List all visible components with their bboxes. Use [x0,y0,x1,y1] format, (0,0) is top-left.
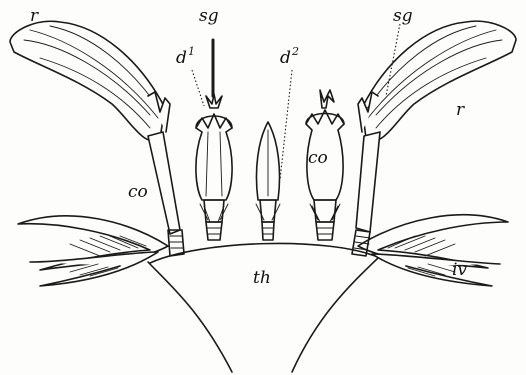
label-disc-floret-d2: d [280,50,291,67]
thalamus-receptacle [148,243,380,372]
label-disc-floret-d1: d [176,50,187,67]
label-corolla-left: co [128,184,148,201]
label-ray-left: r [30,8,38,25]
label-involucre: iv [452,262,467,279]
label-stigma-right: sg [393,8,413,25]
d2-leader [280,70,292,180]
disc-floret-d1 [196,40,232,240]
label-stigma-left: sg [199,8,219,25]
disc-floret-d2 [256,122,280,240]
label-ray-right: r [456,102,464,119]
involucral-bract-left [18,216,168,286]
involucral-bract-right [358,215,508,286]
label-disc-floret-d1-superscript: 1 [188,46,195,57]
label-disc-floret-d2-superscript: 2 [292,46,299,57]
label-corolla-middle: co [308,150,328,167]
label-thalamus: th [253,270,271,287]
d1-leader [192,70,204,106]
